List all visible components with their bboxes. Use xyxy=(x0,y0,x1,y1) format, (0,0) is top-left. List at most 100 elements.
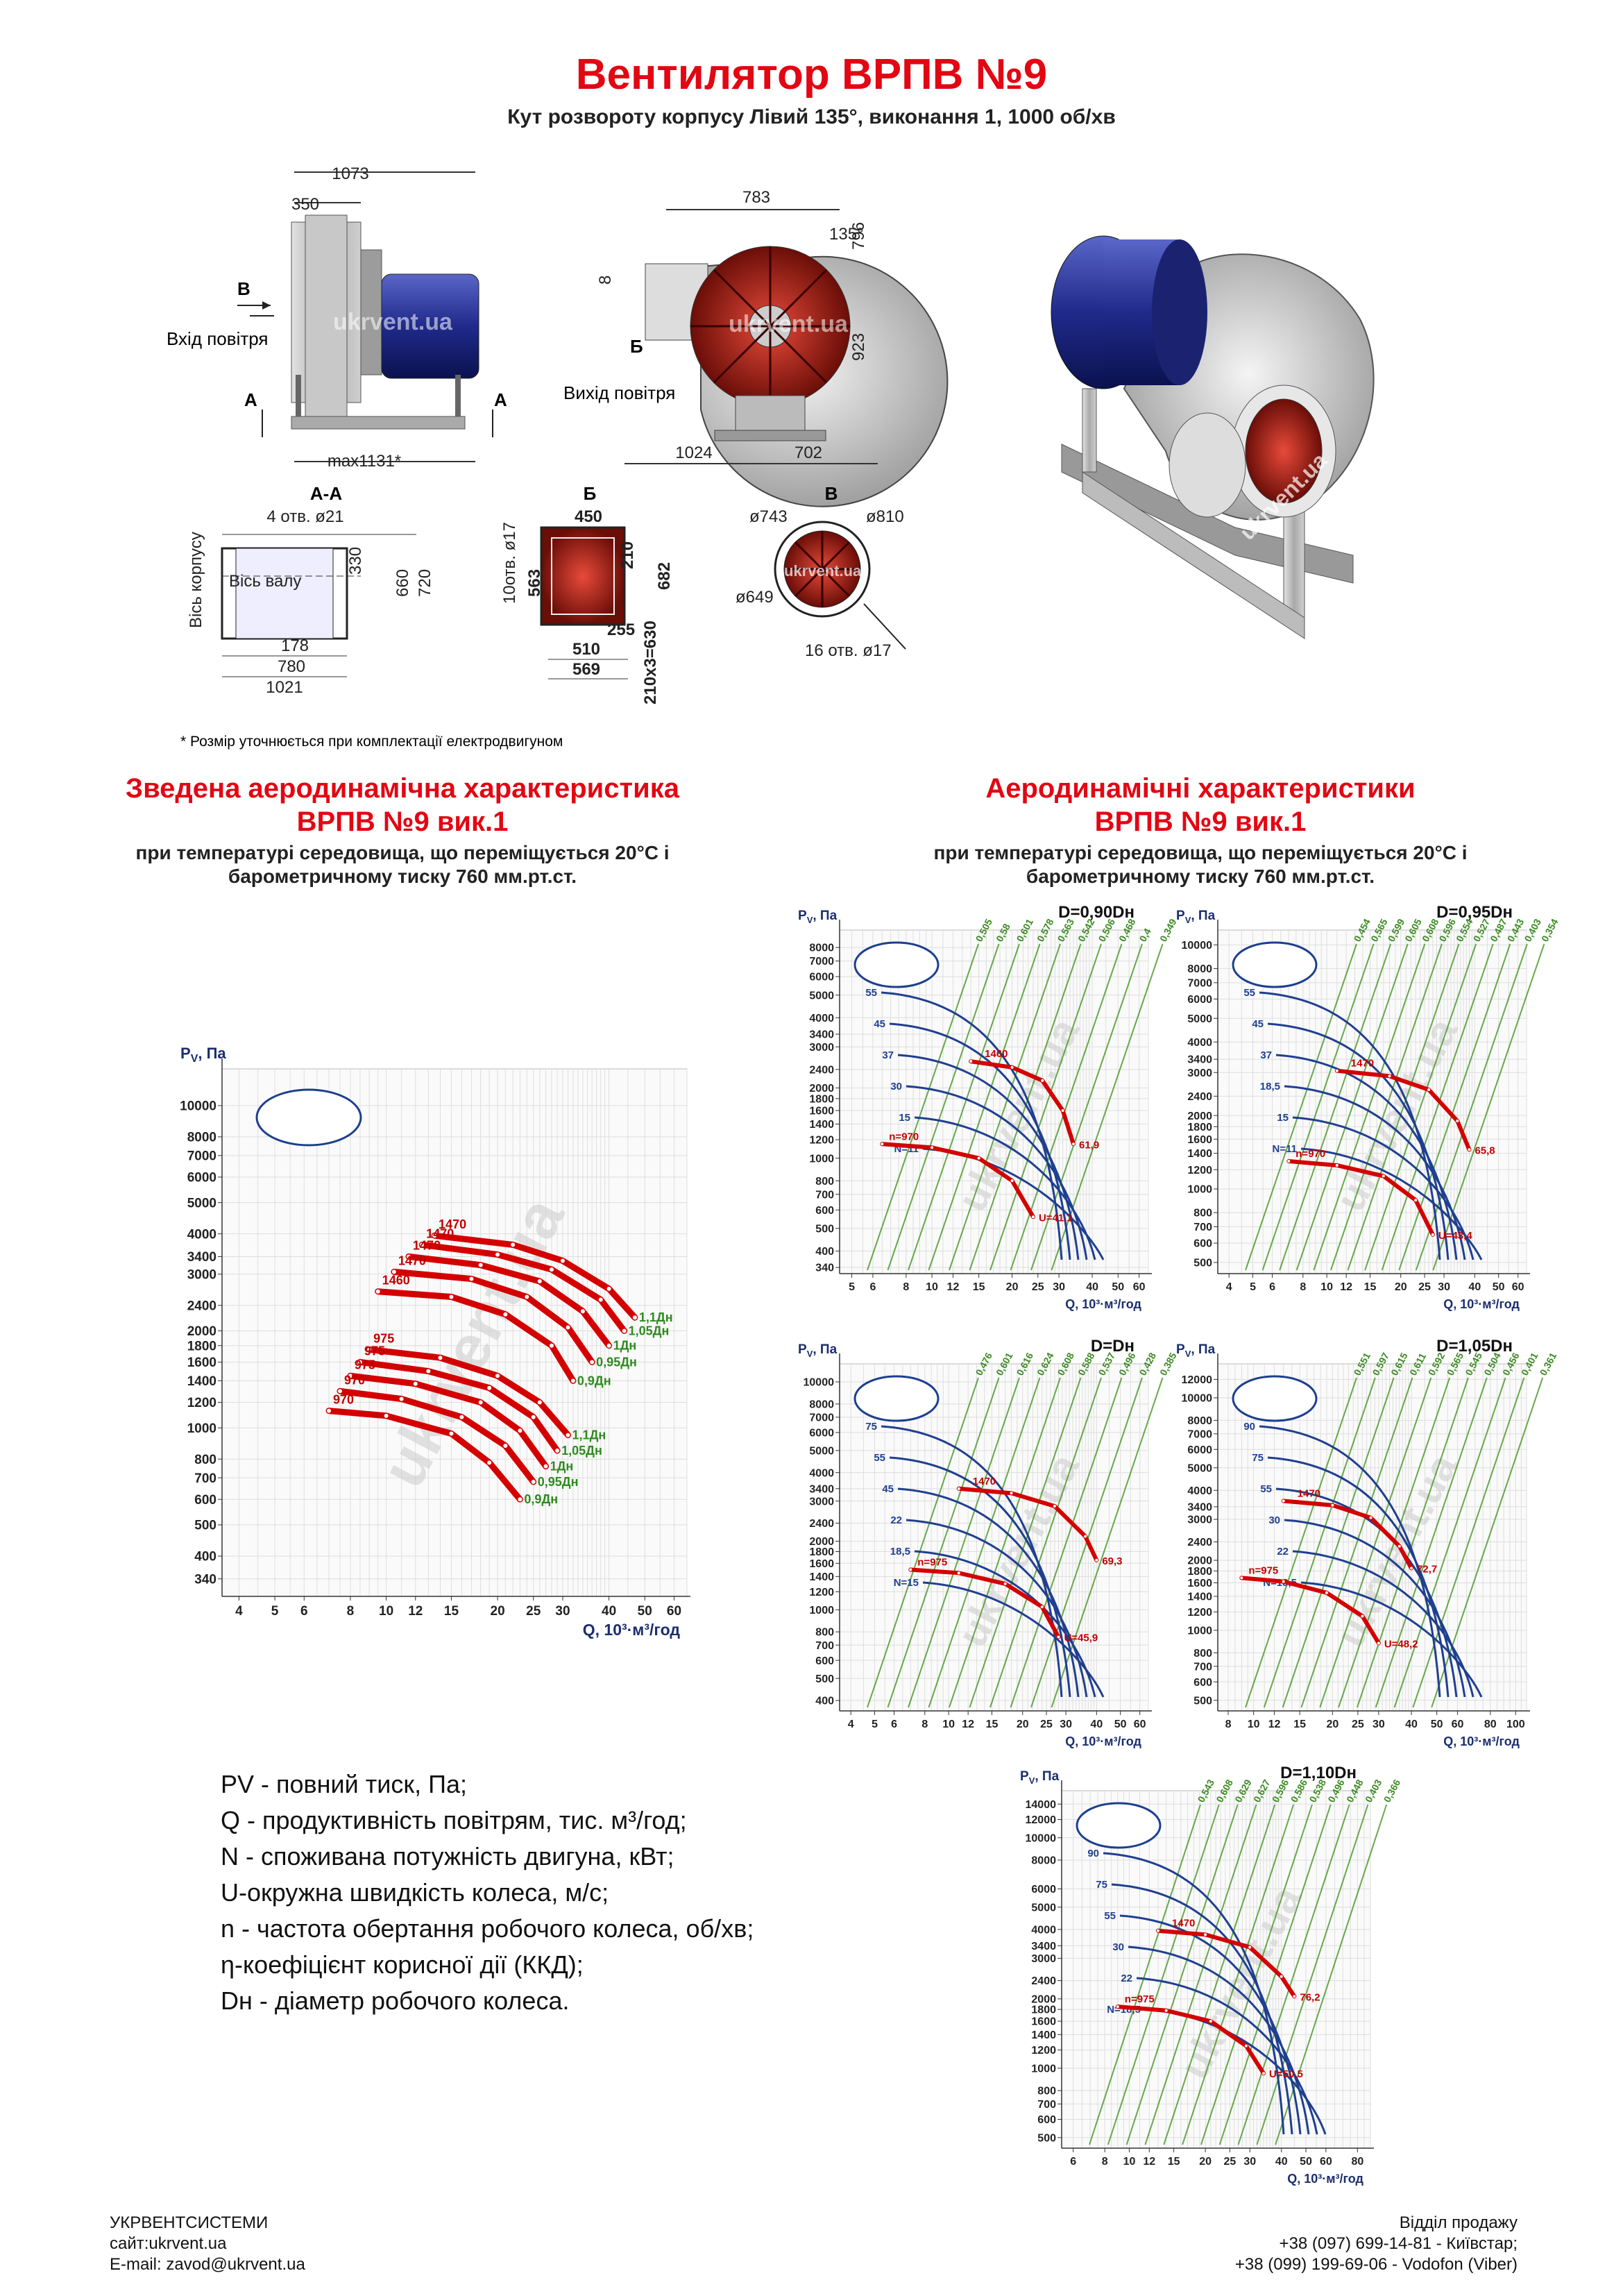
footer-phone-1[interactable]: +38 (097) 699-14-81 - Київстар; xyxy=(1279,2234,1518,2253)
curve-point xyxy=(931,1146,934,1149)
curve-point xyxy=(1061,1109,1064,1113)
x-axis-label: Q, 10³·м³/год xyxy=(1443,1297,1520,1311)
x-tick-label: 30 xyxy=(1243,2156,1256,2168)
x-tick-label: 12 xyxy=(1268,1719,1281,1730)
curve-point xyxy=(531,1479,536,1484)
dim-4-holes-21: 4 отв. ø21 xyxy=(266,507,343,526)
y-tick-label: 700 xyxy=(815,1189,834,1201)
y-tick-label: 4000 xyxy=(809,1467,834,1479)
curve-point xyxy=(438,1356,443,1360)
v-watermark: ukrvent.ua xyxy=(784,562,862,580)
x-tick-label: 15 xyxy=(973,1281,985,1293)
front-watermark: ukrvent.ua xyxy=(729,311,849,337)
y-tick-label: 4000 xyxy=(1031,1925,1056,1936)
legend-u-key: U xyxy=(221,1878,239,1907)
curve-point xyxy=(503,1312,508,1317)
legend-q-text: - продуктивність повітрям, тис. м³/год; xyxy=(240,1806,687,1834)
grid xyxy=(840,1364,1149,1711)
curve-point xyxy=(1040,1605,1044,1609)
y-tick-label: 1600 xyxy=(1187,1578,1212,1589)
y-tick-label: 2000 xyxy=(1031,1993,1056,2005)
x-tick-label: 10 xyxy=(926,1281,938,1293)
footer-phone-2[interactable]: +38 (099) 199-69-06 - Vodofon (Viber) xyxy=(1234,2255,1518,2274)
x-tick-label: 8 xyxy=(921,1719,928,1730)
x-tick-label: 12 xyxy=(1143,2156,1155,2168)
x-tick-label: 15 xyxy=(1364,1281,1377,1293)
y-tick-label: 1000 xyxy=(187,1421,216,1436)
y-tick-label: 3000 xyxy=(1187,1514,1212,1526)
rpm-label: 975 xyxy=(373,1331,394,1345)
curve-point xyxy=(1293,1995,1296,1998)
y-tick-label: 500 xyxy=(815,1673,834,1685)
technical-drawings: 1073 350 max1131* В Вхід повітря А А ukr… xyxy=(167,164,1375,750)
curve-point xyxy=(1053,1504,1056,1508)
chart-d095: ukrvent.ua500600700800100012001400160018… xyxy=(1176,903,1561,1311)
x-tick-label: 50 xyxy=(1493,1281,1505,1293)
end-label: U=48,2 xyxy=(1384,1638,1418,1650)
manufacturer-logo xyxy=(1232,941,1318,988)
y-tick-label: 4000 xyxy=(1187,1037,1212,1049)
dim-563: 563 xyxy=(525,569,544,597)
plot-area xyxy=(839,1363,1149,1712)
x-tick-label: 15 xyxy=(1293,1719,1306,1730)
curve-point xyxy=(1072,1142,1076,1146)
x-tick-label: 8 xyxy=(1300,1281,1306,1293)
y-tick-label: 700 xyxy=(1037,2099,1056,2111)
y-tick-label: 700 xyxy=(194,1471,216,1486)
x-tick-label: 4 xyxy=(235,1604,243,1619)
x-tick-label: 30 xyxy=(555,1604,570,1619)
x-tick-label: 25 xyxy=(1040,1719,1053,1730)
x-tick-label: 60 xyxy=(1320,2156,1332,2168)
y-tick-label: 1200 xyxy=(1187,1165,1212,1176)
curve-point xyxy=(1325,1591,1328,1594)
footer-sales: Відділ продажу xyxy=(1399,2213,1518,2232)
curve-point xyxy=(1388,1074,1391,1078)
curve-point xyxy=(1468,1148,1471,1151)
y-tick-label: 600 xyxy=(1193,1238,1212,1250)
power-label: N=11 xyxy=(1273,1143,1297,1155)
end-label: U=43,4 xyxy=(1438,1230,1472,1242)
y-tick-label: 600 xyxy=(194,1493,216,1508)
x-tick-label: 10 xyxy=(1320,1281,1333,1293)
rpm-label: 1460 xyxy=(985,1048,1008,1060)
x-tick-label: 6 xyxy=(891,1719,897,1730)
y-tick-label: 500 xyxy=(1193,1695,1212,1707)
y-tick-label: 1000 xyxy=(809,1605,834,1617)
legend-pv-key: PV xyxy=(221,1770,255,1798)
legend-eff-key: η xyxy=(221,1950,235,1979)
efficiency-label: 0,354 xyxy=(1539,917,1561,944)
dim-682: 682 xyxy=(655,562,674,590)
v-title: В xyxy=(825,483,838,504)
footer-site[interactable]: сайт:ukrvent.ua xyxy=(110,2234,227,2253)
y-tick-label: 6000 xyxy=(809,1427,834,1439)
y-axis-label: PV, Па xyxy=(1176,1342,1216,1359)
curve-point xyxy=(518,1428,522,1433)
dim-743: ø743 xyxy=(749,507,788,526)
y-tick-label: 8000 xyxy=(187,1131,216,1145)
x-tick-label: 10 xyxy=(1248,1719,1260,1730)
x-tick-label: 4 xyxy=(1226,1281,1232,1293)
y-tick-label: 7000 xyxy=(1187,1428,1212,1440)
x-tick-label: 40 xyxy=(1086,1281,1098,1293)
manufacturer-logo xyxy=(1076,1802,1162,1849)
label-a-left: А xyxy=(244,389,257,410)
x-tick-label: 12 xyxy=(962,1719,974,1730)
right-section-sub-2: барометричному тиску 760 мм.рт.ст. xyxy=(1026,866,1375,887)
footer-email[interactable]: E-mail: zavod@ukrvent.ua xyxy=(110,2255,305,2274)
rpm-label: n=970 xyxy=(889,1131,919,1142)
dim-783: 783 xyxy=(742,188,770,207)
dim-810: ø810 xyxy=(866,507,904,526)
power-label: 55 xyxy=(1243,987,1255,999)
y-tick-label: 2000 xyxy=(187,1324,216,1339)
curve-point xyxy=(606,1286,611,1291)
curve-point xyxy=(531,1415,536,1419)
label-b: В xyxy=(237,278,250,299)
y-tick-label: 1600 xyxy=(187,1356,216,1370)
chart-summary: ukrvent.ua340400500600700800100012001400… xyxy=(180,1045,690,1639)
y-tick-label: 14000 xyxy=(1026,1799,1057,1811)
curve-point xyxy=(406,1254,411,1259)
y-tick-label: 3400 xyxy=(809,1483,834,1495)
curve-point xyxy=(487,1460,492,1465)
y-tick-label: 1200 xyxy=(187,1396,216,1410)
y-tick-label: 5000 xyxy=(187,1196,216,1210)
